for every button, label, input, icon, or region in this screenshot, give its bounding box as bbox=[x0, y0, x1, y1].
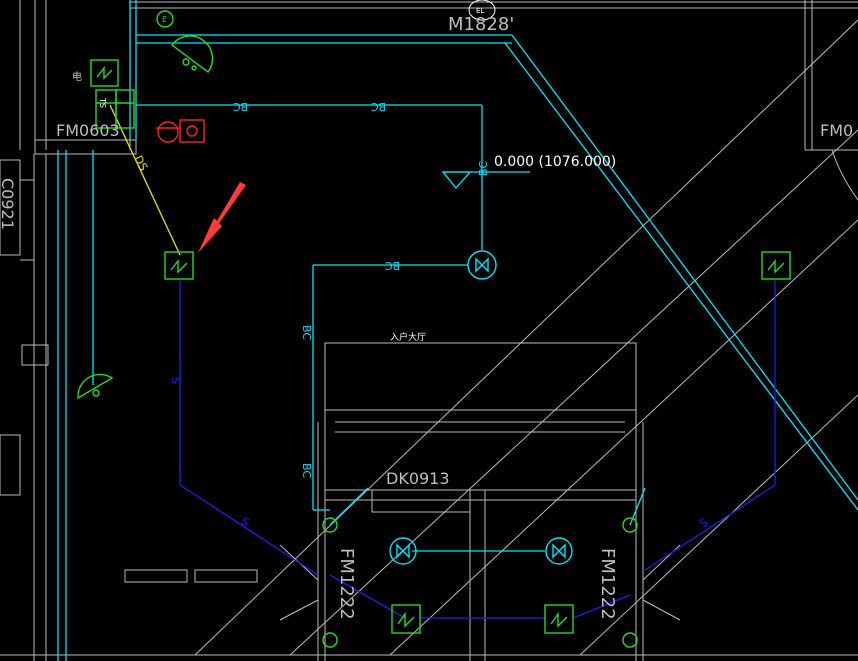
square-wave-icon[interactable] bbox=[90, 59, 119, 87]
square-wave-icon[interactable] bbox=[544, 604, 574, 634]
wall-code-left: C0921 bbox=[0, 178, 17, 230]
wire-tag-bc: BC bbox=[385, 259, 400, 272]
dian-label: 电 bbox=[72, 70, 82, 83]
wire-tag-bc: BC bbox=[300, 325, 313, 340]
square-wave-icon[interactable] bbox=[391, 604, 421, 634]
wire-tag-bc: BC bbox=[371, 100, 386, 113]
wire-tag-bc: BC bbox=[300, 463, 313, 478]
half-circle-detector-icon[interactable] bbox=[77, 373, 114, 400]
door-label-bottom-left: FM1222 bbox=[336, 548, 357, 620]
square-wave-icon[interactable] bbox=[164, 251, 194, 280]
room-name: 入户大厅 bbox=[390, 331, 426, 343]
red-fire-device-icon[interactable] bbox=[156, 119, 205, 143]
blue-s-wires bbox=[179, 280, 776, 619]
door-label-bottom-right: FM1222 bbox=[597, 548, 618, 620]
window-code: DK0913 bbox=[386, 469, 450, 488]
wire-tag-ds: DS bbox=[131, 153, 150, 173]
half-circle-detector-icon[interactable] bbox=[171, 35, 214, 73]
square-wave-icon[interactable] bbox=[761, 251, 791, 280]
cyan-lines bbox=[57, 0, 858, 661]
wire-tag-s: S bbox=[238, 515, 251, 530]
door-label-left: FM0603 bbox=[56, 121, 120, 140]
text-labels: M1828' EL E 电 FM0603 TS FM0 C0921 0.000 … bbox=[0, 7, 853, 620]
circle-bowtie-icon[interactable] bbox=[389, 537, 417, 565]
wire-tag-bc: BC bbox=[233, 100, 248, 113]
el-label: EL bbox=[476, 7, 484, 15]
emergency-light-group[interactable] bbox=[90, 10, 791, 648]
el-tag bbox=[468, 0, 496, 21]
ds-wire bbox=[109, 104, 181, 256]
circle-bowtie-icon[interactable] bbox=[545, 537, 573, 565]
red-arrow-icon bbox=[198, 182, 246, 253]
ts-label: TS bbox=[98, 97, 107, 108]
wire-tag-bc: BC bbox=[477, 161, 490, 176]
door-label-top: M1828' bbox=[448, 14, 514, 35]
circle-bowtie-icon[interactable] bbox=[467, 250, 497, 280]
wire-tag-s: S bbox=[169, 377, 182, 384]
e-label: E bbox=[162, 15, 167, 24]
light-fixture-group[interactable] bbox=[389, 250, 573, 565]
elevation-label: 0.000 (1076.000) bbox=[494, 154, 616, 170]
door-label-right-edge: FM0 bbox=[820, 121, 853, 140]
